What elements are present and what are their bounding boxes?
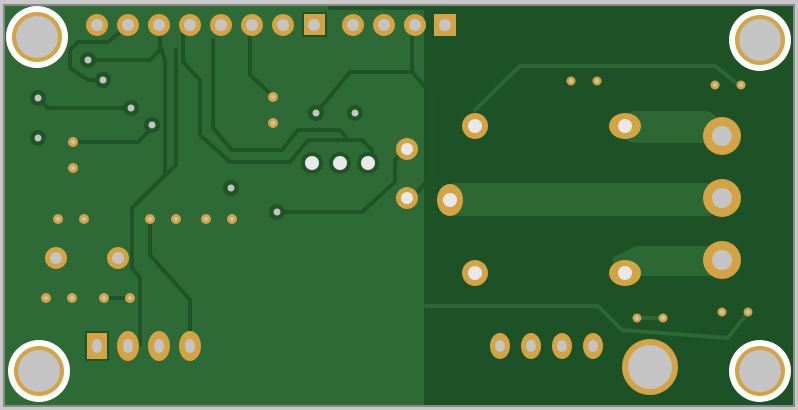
via-t3 xyxy=(30,90,46,106)
pad-m4 xyxy=(107,247,129,269)
power-plane-middle xyxy=(440,183,722,216)
pin-bottom-4 xyxy=(179,331,201,361)
pad-p6 xyxy=(462,260,488,286)
via-t9 xyxy=(223,180,239,196)
pin-bottom-1-square xyxy=(85,331,109,361)
large-hole xyxy=(622,339,678,395)
via-s22 xyxy=(743,307,753,317)
via-t4 xyxy=(123,100,139,116)
header-top xyxy=(86,12,456,37)
via-s18 xyxy=(736,80,746,90)
pin-top-2 xyxy=(117,14,139,36)
pad-w1 xyxy=(301,152,323,174)
pin-rb-4 xyxy=(583,333,603,359)
pad-p7 xyxy=(609,260,641,286)
power-pads xyxy=(437,113,741,286)
pad-w2 xyxy=(329,152,351,174)
pin-top-12-square xyxy=(434,14,456,36)
via-t7 xyxy=(308,105,324,121)
pad-p1 xyxy=(462,113,488,139)
trace-l1 xyxy=(68,23,130,82)
via-t5 xyxy=(144,117,160,133)
via-s4 xyxy=(268,118,278,128)
pin-bottom-2 xyxy=(117,331,139,361)
via-t2 xyxy=(95,72,111,88)
pin-rb-3 xyxy=(552,333,572,359)
via-s5 xyxy=(53,214,63,224)
via-s2 xyxy=(68,163,78,173)
via-t1 xyxy=(80,52,96,68)
pin-top-8-square xyxy=(302,12,327,37)
pin-bottom-3 xyxy=(148,331,170,361)
pad-m1 xyxy=(396,138,418,160)
via-t10 xyxy=(269,204,285,220)
pad-m3 xyxy=(45,247,67,269)
header-bottom xyxy=(85,331,201,361)
pin-top-4 xyxy=(179,14,201,36)
trace-l13 xyxy=(148,216,192,347)
via-s15 xyxy=(566,76,576,86)
via-s10 xyxy=(227,214,237,224)
mount-hole-bottom-left xyxy=(8,340,70,402)
via-s8 xyxy=(171,214,181,224)
via-s12 xyxy=(67,293,77,303)
via-s1 xyxy=(68,137,78,147)
pad-m2 xyxy=(396,187,418,209)
pin-rb-2 xyxy=(521,333,541,359)
via-s16 xyxy=(592,76,602,86)
trace-l5 xyxy=(130,43,167,347)
via-t8 xyxy=(347,105,363,121)
triple-pads xyxy=(301,152,379,174)
pad-p2 xyxy=(609,113,641,139)
via-s3 xyxy=(268,92,278,102)
mounting-holes xyxy=(6,6,791,402)
pin-top-10 xyxy=(373,14,395,36)
mount-hole-top-left xyxy=(6,6,68,68)
mount-hole-bottom-right xyxy=(729,340,791,402)
pad-p4 xyxy=(437,184,463,216)
trace-l8 xyxy=(211,38,350,152)
via-s19 xyxy=(632,313,642,323)
pad-w3 xyxy=(357,152,379,174)
pin-top-5 xyxy=(210,14,232,36)
via-s7 xyxy=(145,214,155,224)
trace-l7 xyxy=(181,23,374,164)
pad-p3 xyxy=(703,117,741,155)
pin-top-9 xyxy=(342,14,364,36)
vias-tented xyxy=(30,52,363,220)
via-t6 xyxy=(30,130,46,146)
via-s17 xyxy=(710,80,720,90)
via-s13 xyxy=(99,293,109,303)
via-s21 xyxy=(717,307,727,317)
pin-top-11 xyxy=(404,14,426,36)
mount-hole-top-right xyxy=(729,9,791,71)
trace-r1 xyxy=(473,64,742,112)
pin-rb-1 xyxy=(490,333,510,359)
pin-top-3 xyxy=(148,14,170,36)
pad-p8 xyxy=(703,241,741,279)
via-s6 xyxy=(79,214,89,224)
pin-top-1 xyxy=(86,14,108,36)
trace-l9 xyxy=(248,23,275,98)
pin-top-6 xyxy=(241,14,263,36)
trace-l6 xyxy=(138,48,178,202)
vias-small xyxy=(41,76,753,323)
connector-right-bottom xyxy=(490,333,603,359)
via-s9 xyxy=(201,214,211,224)
trace-r2 xyxy=(424,304,750,340)
pin-top-7 xyxy=(272,14,294,36)
via-s20 xyxy=(658,313,668,323)
thru-pads-left xyxy=(45,138,418,269)
pad-p5 xyxy=(703,179,741,217)
via-s11 xyxy=(41,293,51,303)
trace-l10 xyxy=(314,18,414,115)
via-s14 xyxy=(125,293,135,303)
trace-l2 xyxy=(86,23,162,62)
power-plane-top xyxy=(620,111,720,143)
